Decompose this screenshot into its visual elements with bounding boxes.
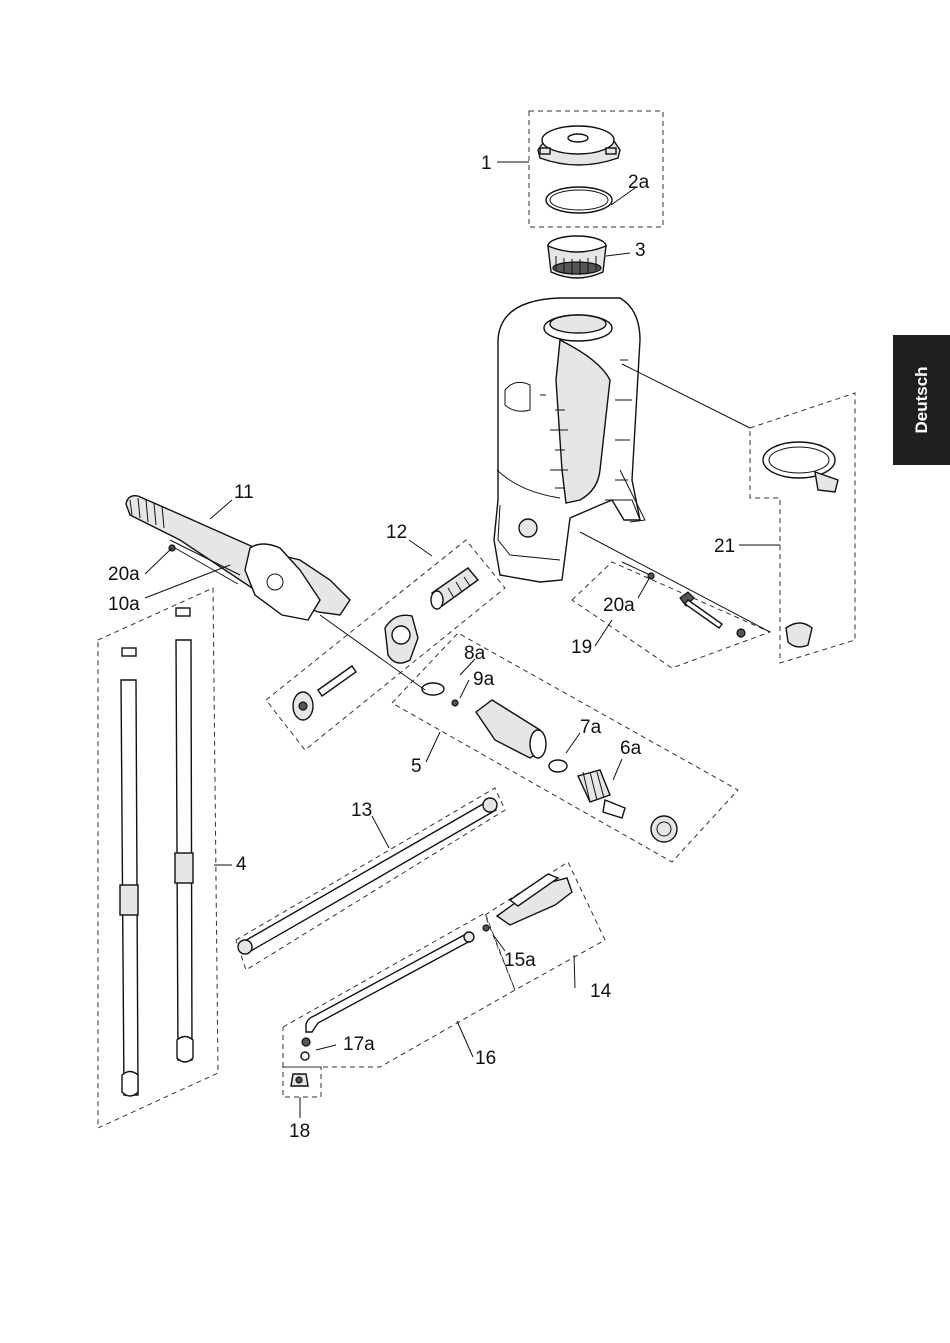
group-box-lance <box>283 913 515 1067</box>
o-ring-7a <box>549 760 567 772</box>
pump-connector <box>385 615 418 663</box>
spray-nozzle <box>291 1074 308 1086</box>
shoulder-strap-right <box>175 608 193 1062</box>
pump-piston <box>293 666 356 720</box>
label-9a: 9a <box>473 669 495 690</box>
filter-basket <box>548 236 606 278</box>
label-16: 16 <box>475 1048 496 1069</box>
label-20a-left: 20a <box>108 564 140 585</box>
hose <box>238 798 497 954</box>
group-box-harness <box>98 588 218 1128</box>
o-ring-8a <box>422 683 444 695</box>
holder-clip <box>786 623 812 647</box>
pump-spring-valve <box>578 770 625 818</box>
label-19: 19 <box>571 637 592 658</box>
label-17a: 17a <box>343 1034 375 1055</box>
label-10a: 10a <box>108 594 140 615</box>
label-15a: 15a <box>504 950 536 971</box>
tank <box>494 298 645 582</box>
spray-lance <box>301 932 474 1060</box>
label-1: 1 <box>481 153 492 174</box>
pump-cap <box>651 816 677 842</box>
label-3: 3 <box>635 240 646 261</box>
base-pin <box>680 592 745 637</box>
label-7a: 7a <box>580 717 602 738</box>
seal-ring <box>546 187 612 213</box>
label-6a: 6a <box>620 738 642 759</box>
leader-lines <box>145 162 780 1118</box>
label-11: 11 <box>234 482 254 503</box>
group-box-base-parts <box>572 562 770 668</box>
label-4: 4 <box>236 854 247 875</box>
label-5: 5 <box>411 756 422 777</box>
holder-ring <box>763 442 838 492</box>
trigger-handle <box>483 874 572 931</box>
label-14: 14 <box>590 981 612 1002</box>
group-box-holder <box>750 393 855 663</box>
label-13: 13 <box>351 800 372 821</box>
pump-lever <box>126 496 350 620</box>
label-8a: 8a <box>464 643 486 664</box>
lid <box>538 126 620 165</box>
label-2a: 2a <box>628 172 650 193</box>
label-21: 21 <box>714 536 735 557</box>
label-12: 12 <box>386 522 407 543</box>
pump-sleeve <box>431 568 478 609</box>
pump-cylinder <box>476 700 546 758</box>
label-18: 18 <box>289 1121 310 1142</box>
base-screw <box>622 562 654 579</box>
label-20a-right: 20a <box>603 595 635 616</box>
shoulder-strap-left <box>120 648 138 1096</box>
o-ring-9a <box>452 700 458 706</box>
